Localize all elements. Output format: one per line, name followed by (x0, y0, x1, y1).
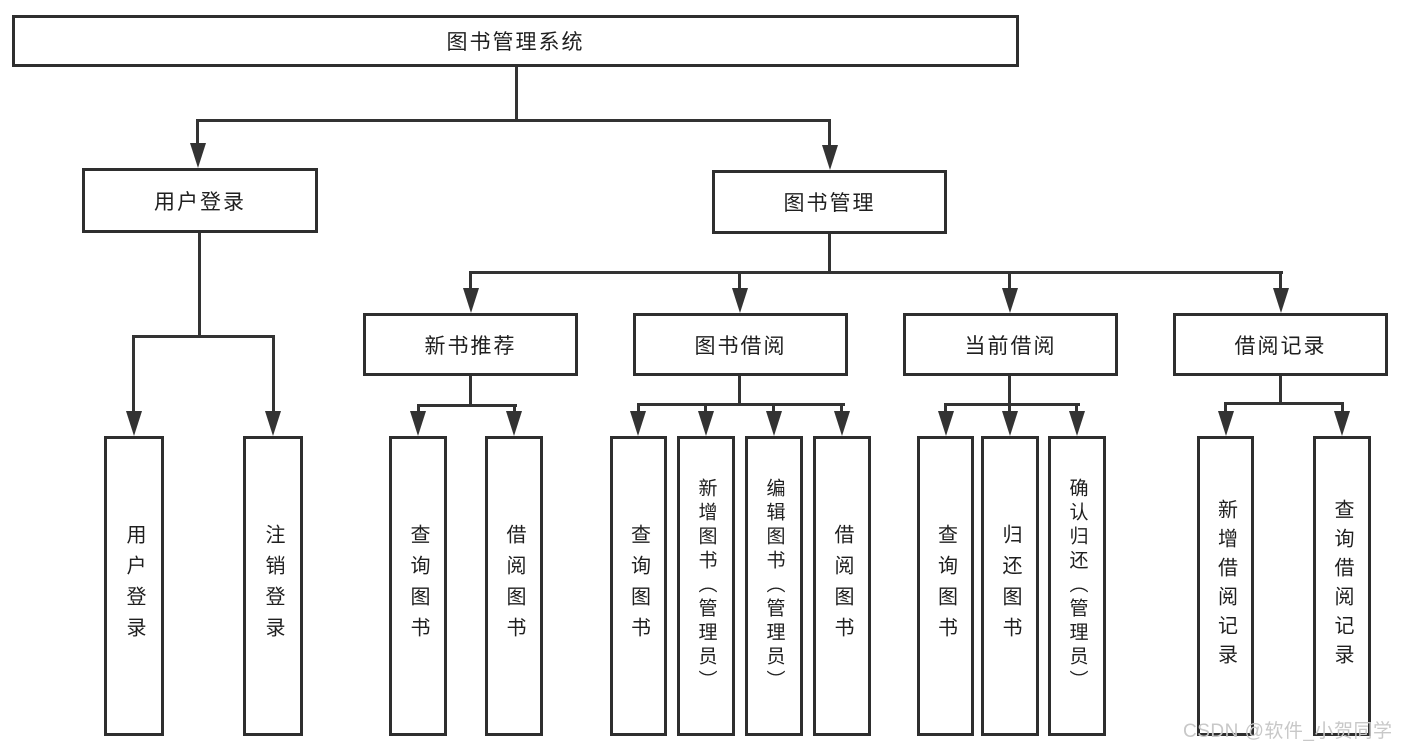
connector-line (828, 119, 831, 147)
arrow-down-icon (463, 288, 479, 313)
leaf-edit-books-admin: 编辑图书（管理员） (745, 436, 803, 736)
node-root: 图书管理系统 (12, 15, 1019, 67)
leaf-query-borrow-record: 查询借阅记录 (1313, 436, 1371, 736)
leaf-label: 用户登录 (123, 524, 145, 648)
connector-line (1008, 271, 1011, 290)
connector-line (1279, 375, 1282, 405)
csdn-watermark: CSDN @软件_小贺同学 (1183, 721, 1393, 742)
arrow-down-icon (1334, 411, 1350, 436)
connector-line (196, 119, 199, 145)
node-label: 用户登录 (154, 190, 246, 214)
node-label: 当前借阅 (964, 334, 1057, 358)
leaf-label: 注销登录 (262, 524, 284, 648)
connector-line (417, 404, 517, 407)
leaf-label: 查询图书 (407, 524, 429, 648)
node-root-label: 图书管理系统 (446, 31, 585, 54)
leaf-label: 确认归还（管理员） (1066, 478, 1088, 694)
connector-line (637, 403, 640, 413)
connector-line (738, 271, 741, 290)
leaf-user-login: 用户登录 (104, 436, 164, 736)
node-label: 借阅记录 (1234, 334, 1327, 358)
arrow-down-icon (506, 411, 522, 436)
arrow-down-icon (630, 411, 646, 436)
arrow-down-icon (190, 143, 206, 168)
connector-line (469, 375, 472, 407)
connector-line (515, 67, 518, 122)
arrow-down-icon (1218, 411, 1234, 436)
connector-line (772, 403, 775, 413)
leaf-borrow-books: 借阅图书 (813, 436, 871, 736)
leaf-label: 借阅图书 (503, 524, 525, 648)
arrow-down-icon (938, 411, 954, 436)
arrow-down-icon (1273, 288, 1289, 313)
connector-line (944, 403, 1080, 406)
connector-line (1224, 402, 1344, 405)
connector-line (944, 403, 947, 413)
node-label: 图书借阅 (694, 334, 787, 358)
leaf-add-borrow-record: 新增借阅记录 (1197, 436, 1254, 736)
node-book-borrow: 图书借阅 (633, 313, 848, 376)
node-current-borrow: 当前借阅 (903, 313, 1118, 376)
arrow-down-icon (766, 411, 782, 436)
arrow-down-icon (265, 411, 281, 436)
connector-line (469, 271, 1283, 274)
arrow-down-icon (822, 145, 838, 170)
leaf-return-books: 归还图书 (981, 436, 1039, 736)
leaf-label: 查询图书 (627, 524, 650, 648)
arrow-down-icon (1069, 411, 1085, 436)
leaf-add-books-admin: 新增图书（管理员） (677, 436, 735, 736)
arrow-down-icon (1002, 288, 1018, 313)
connector-line (198, 232, 201, 338)
leaf-logout: 注销登录 (243, 436, 303, 736)
connector-line (1224, 402, 1227, 413)
connector-line (1008, 375, 1011, 406)
connector-line (1008, 403, 1011, 413)
leaf-label: 编辑图书（管理员） (763, 478, 785, 694)
leaf-label: 新增图书（管理员） (695, 478, 717, 694)
connector-line (1279, 271, 1282, 290)
node-borrow-records: 借阅记录 (1173, 313, 1388, 376)
leaf-label: 新增借阅记录 (1214, 499, 1237, 673)
arrow-down-icon (732, 288, 748, 313)
connector-line (272, 335, 275, 413)
connector-line (1341, 402, 1344, 413)
connector-line (196, 119, 831, 122)
leaf-label: 查询借阅记录 (1331, 499, 1353, 673)
leaf-borrow-books: 借阅图书 (485, 436, 543, 736)
node-new-book-recommend: 新书推荐 (363, 313, 578, 376)
leaf-confirm-return-admin: 确认归还（管理员） (1048, 436, 1106, 736)
arrow-down-icon (834, 411, 850, 436)
leaf-label: 借阅图书 (831, 524, 853, 648)
connector-line (637, 403, 845, 406)
arrow-down-icon (698, 411, 714, 436)
connector-line (469, 271, 472, 290)
connector-line (1075, 403, 1078, 413)
leaf-query-books: 查询图书 (917, 436, 974, 736)
node-label: 新书推荐 (424, 334, 517, 358)
connector-line (738, 375, 741, 406)
connector-line (704, 403, 707, 413)
leaf-label: 归还图书 (999, 524, 1021, 648)
connector-line (840, 403, 843, 413)
node-user-login: 用户登录 (82, 168, 318, 233)
node-book-management: 图书管理 (712, 170, 947, 234)
connector-line (828, 233, 831, 274)
arrow-down-icon (1002, 411, 1018, 436)
connector-line (513, 404, 516, 413)
leaf-query-books: 查询图书 (610, 436, 667, 736)
connector-line (132, 335, 135, 413)
arrow-down-icon (126, 411, 142, 436)
connector-line (132, 335, 275, 338)
arrow-down-icon (410, 411, 426, 436)
leaf-label: 查询图书 (934, 524, 957, 648)
leaf-query-books: 查询图书 (389, 436, 447, 736)
connector-line (417, 404, 420, 413)
node-label: 图书管理 (783, 192, 876, 215)
